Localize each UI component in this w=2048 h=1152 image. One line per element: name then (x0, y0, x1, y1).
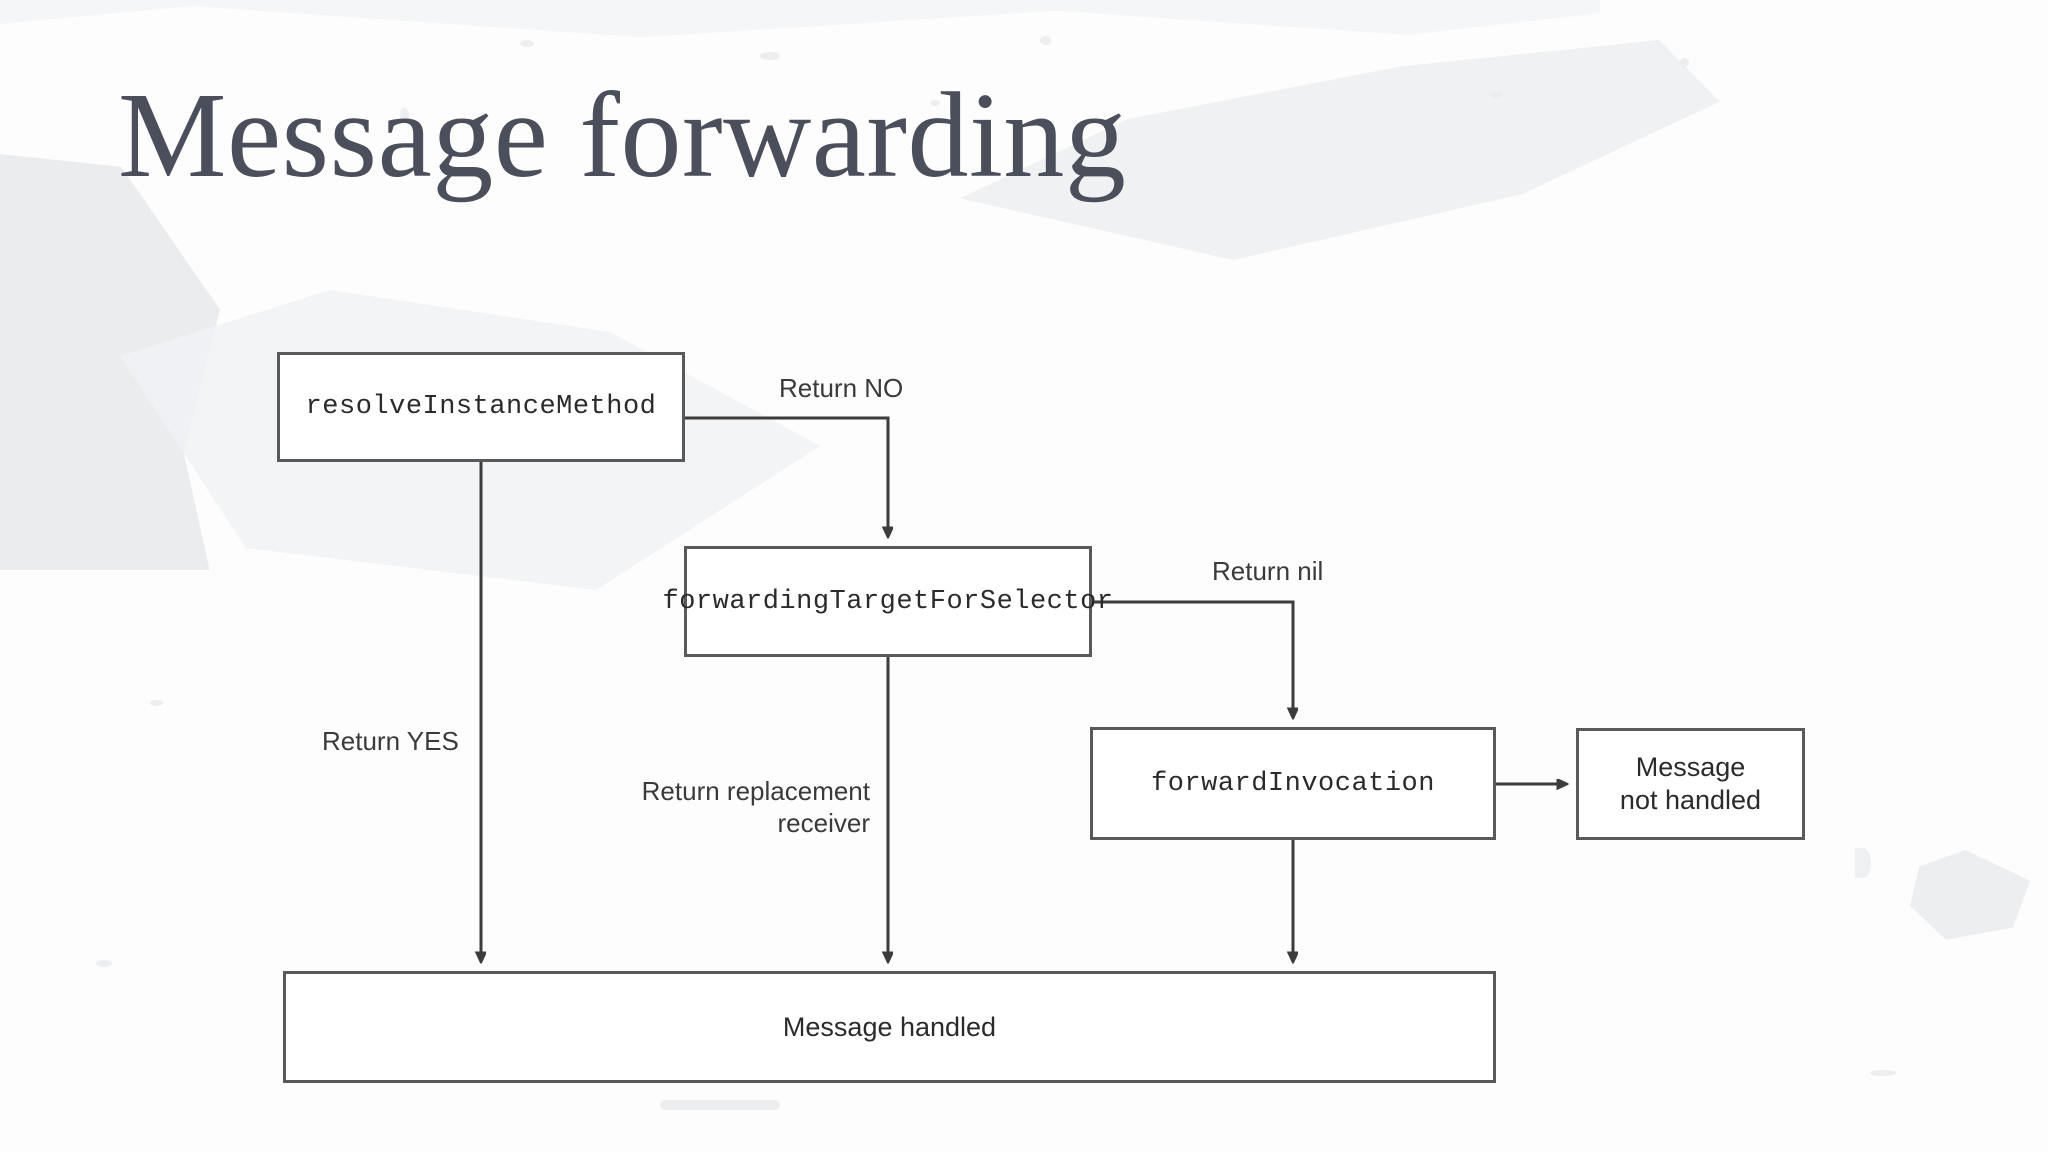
node-label: Message handled (782, 1011, 997, 1042)
node-label: Message not handled (1619, 752, 1762, 815)
node-forward-invocation[interactable]: forwardInvocation (1090, 727, 1496, 840)
node-forwarding-target-for-selector[interactable]: forwardingTargetForSelector (663, 546, 1113, 657)
edge-label-return-nil: Return nil (1212, 556, 1324, 586)
node-message-handled[interactable]: Message handled (283, 971, 1496, 1083)
node-label: forwardingTargetForSelector (662, 586, 1114, 617)
edge-label-return-no: Return NO (779, 373, 904, 403)
node-label: forwardInvocation (1151, 768, 1435, 799)
node-label: resolveInstanceMethod (305, 392, 657, 422)
edge-label-return-yes: Return YES (322, 726, 459, 756)
node-resolve-instance-method[interactable]: resolveInstanceMethod (277, 352, 685, 462)
edge-label-return-replacement-receiver: Return replacement receiver (641, 776, 870, 838)
connector-resolve-to-forwarding (685, 416, 888, 536)
node-message-not-handled[interactable]: Message not handled (1576, 728, 1805, 840)
connector-forwarding-to-invocation (1092, 600, 1293, 717)
page-title: Message forwarding (118, 68, 1127, 203)
